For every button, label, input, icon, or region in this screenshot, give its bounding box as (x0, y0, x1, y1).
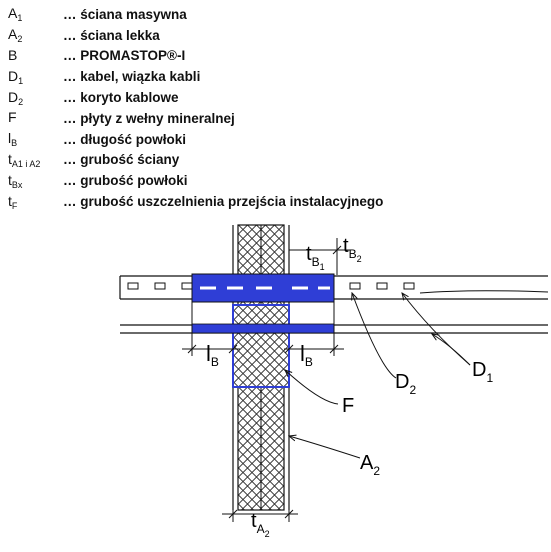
legend-item: D1… kabel, wiązka kabli (8, 66, 383, 87)
legend-description: … ściana lekka (63, 27, 160, 43)
legend-symbol: tF (8, 193, 63, 211)
dimension-tb (289, 238, 350, 275)
legend-symbol: tBx (8, 172, 63, 190)
legend-symbol-sub: B (11, 138, 18, 149)
legend-symbol-sub: 2 (17, 34, 23, 45)
legend-description: … długość powłoki (63, 131, 187, 147)
legend-symbol-sub: 2 (18, 96, 24, 107)
legend-item: A1… ściana masywna (8, 4, 383, 25)
label-d2: D2 (395, 371, 416, 397)
dimension-lb (182, 300, 344, 356)
legend-symbol-base: t (8, 192, 12, 209)
legend-symbol-sub: Bx (11, 179, 23, 190)
legend-symbol-base: t (8, 150, 12, 167)
legend-description: … koryto kablowe (63, 90, 179, 106)
legend-description: … grubość uszczelnienia przejścia instal… (63, 194, 384, 210)
legend-description: … ściana masywna (63, 6, 187, 22)
legend-symbol-sub: 1 (18, 75, 24, 86)
legend-symbol-base: F (8, 109, 17, 126)
coating-on-tray (191, 273, 335, 303)
legend-symbol-base: A (8, 26, 18, 43)
legend-item: tA1 i A2… grubość ściany (8, 150, 383, 171)
leader-lines (285, 293, 471, 459)
legend-symbol: D1 (8, 68, 63, 86)
legend-description: … grubość ściany (63, 152, 180, 168)
legend-item: lB… długość powłoki (8, 129, 383, 150)
legend-symbol-base: l (8, 130, 12, 147)
legend-item: B … PROMASTOP®-I (8, 46, 383, 67)
legend-description: … PROMASTOP®-I (63, 48, 186, 64)
label-tb2: tB2 (343, 235, 362, 264)
label-a2: A2 (360, 452, 380, 478)
legend-item: D2… koryto kablowe (8, 87, 383, 108)
legend-symbol: lB (8, 130, 63, 148)
legend-item: F … płyty z wełny mineralnej (8, 108, 383, 129)
legend-symbol-base: D (8, 88, 19, 105)
legend-symbol: D2 (8, 89, 63, 107)
legend-symbol: B (8, 47, 63, 65)
legend-symbol: tA1 i A2 (8, 151, 63, 169)
legend-item: tF… grubość uszczelnienia przejścia inst… (8, 191, 383, 212)
label-lb-left: lB (206, 341, 219, 369)
legend-symbol: F (8, 109, 63, 127)
legend-symbol: A2 (8, 26, 63, 44)
label-lb-right: lB (300, 341, 313, 369)
legend-description: … płyty z wełny mineralnej (63, 110, 235, 126)
legend-symbol-sub: F (11, 200, 18, 211)
legend-symbol-base: t (8, 171, 12, 188)
label-ta2: tA2 (251, 510, 270, 539)
label-f: F (342, 395, 354, 417)
label-d1: D1 (472, 359, 493, 385)
legend-description: … kabel, wiązka kabli (63, 69, 201, 85)
mineral-wool-board (232, 304, 290, 388)
legend-symbol-sub: 1 (17, 13, 23, 24)
legend-symbol-base: A (8, 5, 18, 22)
legend-symbol: A1 (8, 5, 63, 23)
legend-item: tBx… grubość powłoki (8, 170, 383, 191)
legend-symbol-sub: A1 i A2 (11, 158, 41, 169)
legend-symbol-base: B (8, 46, 18, 63)
legend-description: … grubość powłoki (63, 173, 188, 189)
label-tb1: tB1 (306, 243, 325, 272)
coating-on-cable (191, 323, 335, 334)
legend-symbol-base: D (8, 67, 19, 84)
legend-item: A2… ściana lekka (8, 25, 383, 46)
dimension-ta2 (222, 495, 298, 522)
